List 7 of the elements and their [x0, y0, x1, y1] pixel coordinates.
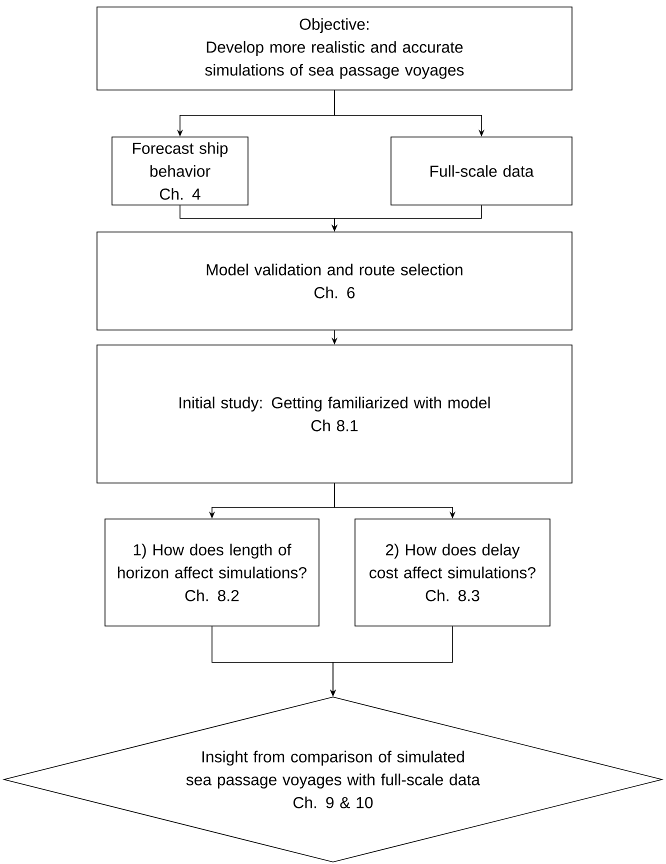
process-box: Objective: Develop more realistic and accurate simulations of sea passage voyages — [96, 6, 572, 90]
process-box: Initial study: Getting familiarized with model Ch 8.1 — [96, 344, 572, 484]
process-box: Model validation and route selection Ch. 6 — [96, 232, 572, 330]
process-box: 2) How does delay cost affect simulations? Ch. 8.3 — [354, 518, 550, 626]
process-box: Full-scale data — [390, 136, 572, 206]
process-box: 1) How does length of horizon affect simulations? Ch. 8.2 — [104, 518, 320, 626]
process-box: Forecast ship behavior Ch. 4 — [112, 136, 248, 206]
